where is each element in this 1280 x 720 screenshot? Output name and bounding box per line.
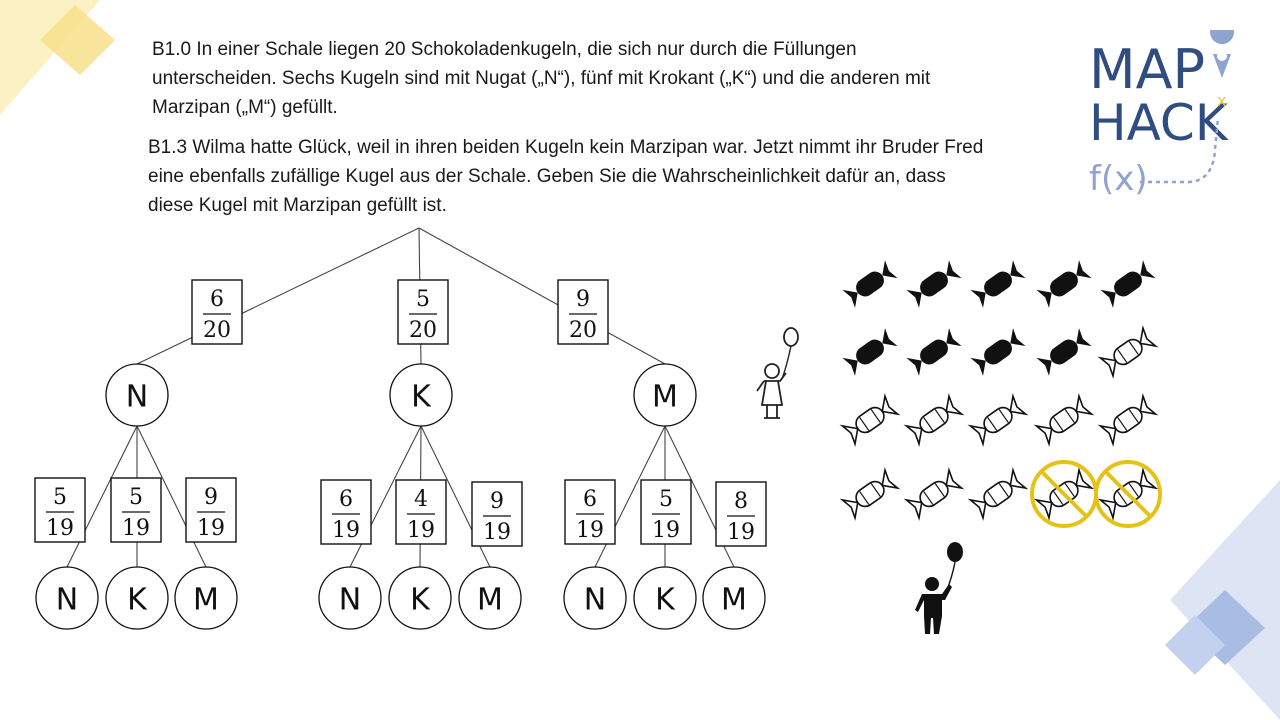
node-label: M bbox=[193, 583, 219, 618]
fraction-denominator: 19 bbox=[576, 518, 604, 543]
fraction-numerator: 5 bbox=[53, 485, 67, 510]
tree-leaf-m-k: K bbox=[633, 566, 697, 630]
fraction-denominator: 19 bbox=[407, 518, 435, 543]
boy-with-balloon-icon bbox=[915, 542, 963, 634]
probability-box-m: 920 bbox=[557, 279, 609, 345]
no-marzipan-mark bbox=[1094, 460, 1162, 528]
candy-icon bbox=[1036, 328, 1092, 376]
node-label: N bbox=[56, 583, 78, 618]
probability-box-n: 620 bbox=[191, 279, 243, 345]
node-label: N bbox=[126, 380, 148, 415]
logo-fx-text: f(x) bbox=[1089, 159, 1148, 199]
tree-leaf-m-n: N bbox=[563, 566, 627, 630]
fraction-numerator: 4 bbox=[414, 487, 428, 512]
task-b1-0: B1.0 In einer Schale liegen 20 Schokolad… bbox=[152, 39, 931, 118]
fraction-numerator: 9 bbox=[204, 485, 218, 510]
probability-box-n-n: 519 bbox=[34, 477, 86, 543]
fraction-numerator: 6 bbox=[339, 487, 353, 512]
tree-leaf-k-k: K bbox=[388, 566, 452, 630]
node-label: K bbox=[411, 380, 432, 415]
probability-box-n-m: 919 bbox=[185, 477, 237, 543]
candy-outline-icon bbox=[839, 392, 901, 448]
probability-box-k: 520 bbox=[397, 279, 449, 345]
candy-outline-icon bbox=[967, 392, 1029, 448]
fraction-denominator: 19 bbox=[483, 520, 511, 545]
probability-box-m-m: 819 bbox=[715, 481, 767, 547]
candy-icon bbox=[1036, 260, 1092, 308]
fraction-numerator: 5 bbox=[129, 485, 143, 510]
candy-icon bbox=[906, 260, 962, 308]
dotted-route bbox=[1140, 117, 1220, 184]
tree-leaf-n-n: N bbox=[35, 566, 99, 630]
candy-icon bbox=[970, 260, 1026, 308]
tree-node-n: N bbox=[105, 363, 169, 427]
node-label: K bbox=[410, 583, 431, 618]
probability-box-k-n: 619 bbox=[320, 479, 372, 545]
node-label: M bbox=[721, 583, 747, 618]
node-label: M bbox=[652, 380, 678, 415]
tree-node-m: M bbox=[633, 363, 697, 427]
fraction-numerator: 8 bbox=[734, 489, 748, 514]
candy-icon bbox=[906, 328, 962, 376]
tree-leaf-n-m: M bbox=[174, 566, 238, 630]
fraction-denominator: 19 bbox=[197, 516, 225, 541]
candy-outline-icon bbox=[967, 466, 1029, 522]
fraction-denominator: 19 bbox=[727, 520, 755, 545]
node-label: K bbox=[127, 583, 148, 618]
probability-box-n-k: 519 bbox=[110, 477, 162, 543]
node-label: M bbox=[477, 583, 503, 618]
candy-icon bbox=[1100, 260, 1156, 308]
fraction-denominator: 19 bbox=[332, 518, 360, 543]
corner-decoration-top-left bbox=[0, 0, 115, 115]
fraction-numerator: 6 bbox=[583, 487, 597, 512]
candy-grid bbox=[828, 248, 1188, 538]
girl-with-balloon-icon bbox=[756, 327, 799, 419]
candy-outline-icon bbox=[903, 466, 965, 522]
fraction-denominator: 20 bbox=[203, 318, 231, 343]
maphack-logo: MAP HACK f(x) x bbox=[1089, 30, 1235, 199]
no-marzipan-mark bbox=[1030, 460, 1098, 528]
node-label: K bbox=[655, 583, 676, 618]
probability-box-m-k: 519 bbox=[640, 479, 692, 545]
logo-x-mark: x bbox=[1217, 91, 1226, 110]
candy-outline-icon bbox=[1033, 392, 1095, 448]
tree-leaf-m-m: M bbox=[702, 566, 766, 630]
fraction-numerator: 5 bbox=[659, 487, 673, 512]
task-b1-3: B1.3 Wilma hatte Glück, weil in ihren be… bbox=[148, 137, 984, 216]
logo-hack-text: HACK bbox=[1089, 94, 1229, 152]
fraction-denominator: 20 bbox=[409, 318, 437, 343]
probability-tree: N620N519K519M919K520N619K419M919M920N619… bbox=[34, 227, 767, 630]
probability-box-m-n: 619 bbox=[564, 479, 616, 545]
corner-decoration-bottom-right bbox=[1165, 480, 1280, 720]
fraction-denominator: 19 bbox=[652, 518, 680, 543]
node-label: N bbox=[584, 583, 606, 618]
fraction-numerator: 6 bbox=[210, 287, 224, 312]
node-label: N bbox=[339, 583, 361, 618]
candy-icon bbox=[842, 260, 898, 308]
fraction-numerator: 9 bbox=[490, 489, 504, 514]
candy-outline-icon bbox=[903, 392, 965, 448]
fraction-denominator: 19 bbox=[122, 516, 150, 541]
tree-leaf-k-m: M bbox=[458, 566, 522, 630]
fraction-numerator: 9 bbox=[576, 287, 590, 312]
fraction-denominator: 19 bbox=[46, 516, 74, 541]
probability-box-k-k: 419 bbox=[395, 479, 447, 545]
candy-outline-icon bbox=[1097, 392, 1159, 448]
tree-leaf-n-k: K bbox=[105, 566, 169, 630]
tree-leaf-k-n: N bbox=[318, 566, 382, 630]
fraction-denominator: 20 bbox=[569, 318, 597, 343]
candy-outline-icon bbox=[839, 466, 901, 522]
candy-outline-icon bbox=[1097, 324, 1159, 380]
candy-icon bbox=[842, 328, 898, 376]
fraction-numerator: 5 bbox=[416, 287, 430, 312]
candy-icon bbox=[970, 328, 1026, 376]
tree-node-k: K bbox=[389, 363, 453, 427]
probability-box-k-m: 919 bbox=[471, 481, 523, 547]
logo-map-text: MAP bbox=[1089, 38, 1205, 101]
